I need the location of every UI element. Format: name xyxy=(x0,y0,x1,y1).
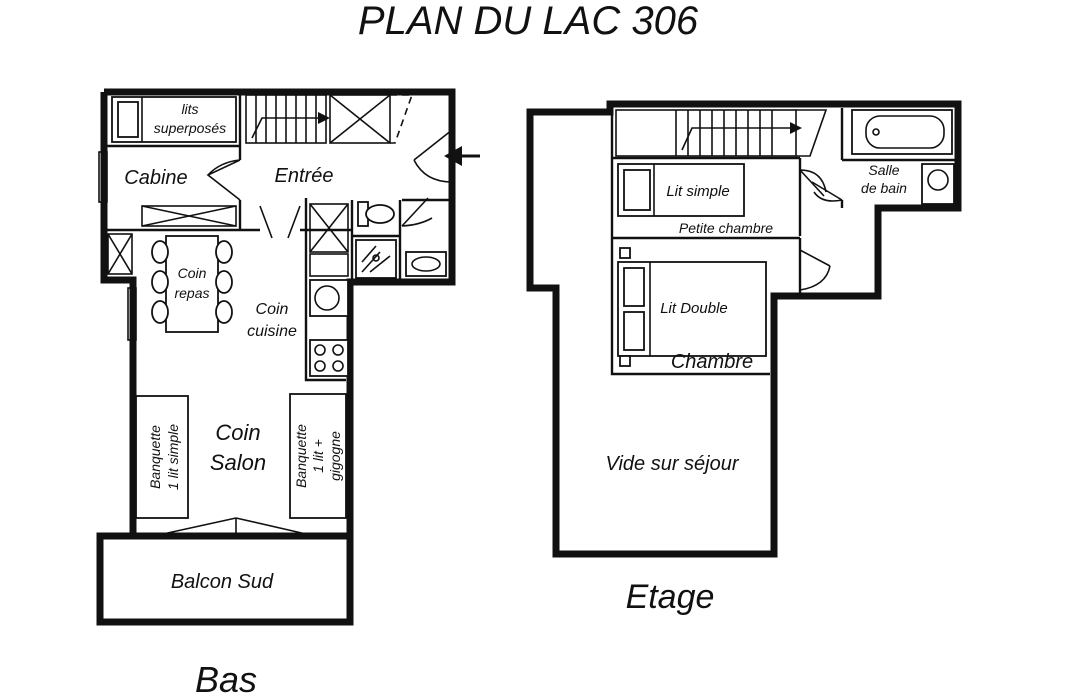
upper-outer-wall xyxy=(526,100,962,558)
bathroom-label-1: Salle xyxy=(868,162,899,178)
bathroom-sink-icon xyxy=(921,163,955,205)
shower-icon xyxy=(355,239,397,279)
bedroom-label: Chambre xyxy=(671,351,753,373)
bunk-pillow xyxy=(117,101,139,138)
balcony-outline xyxy=(96,532,354,626)
stairs-icon xyxy=(245,94,414,144)
bathroom-door-swing xyxy=(811,181,843,202)
window-dining xyxy=(127,287,137,341)
cabin-label: Cabine xyxy=(124,167,187,189)
kitchen-door-swing xyxy=(259,205,301,239)
closet-kitchen xyxy=(309,203,349,277)
stairs-upper-icon xyxy=(615,109,828,157)
balcony-label: Balcon Sud xyxy=(171,571,274,593)
upper-inner-walls xyxy=(610,108,958,376)
balcony-door-swing xyxy=(162,517,307,535)
bench-right xyxy=(289,393,347,519)
cabin-door-swing xyxy=(206,159,241,201)
lower-inner-walls xyxy=(104,92,452,382)
sink-icon xyxy=(405,251,447,277)
living-label-1: Coin xyxy=(215,420,260,445)
closet-cabin xyxy=(141,205,237,227)
plan-title: PLAN DU LAC 306 xyxy=(358,0,699,43)
entrance-label: Entrée xyxy=(275,165,334,187)
bench-right-label-2: 1 lit + xyxy=(310,439,326,473)
dining-table xyxy=(151,235,233,333)
toilet-icon xyxy=(357,201,395,227)
level-upper-label: Etage xyxy=(626,578,715,616)
stove-icon xyxy=(309,339,349,377)
wc-door-swing xyxy=(401,197,433,227)
entrance-door-swing xyxy=(413,129,453,183)
bench-left-text: Banquette 1 lit simple xyxy=(147,424,181,490)
small-bedroom-label: Petite chambre xyxy=(679,220,773,236)
single-bed xyxy=(617,163,745,217)
bench-left-label-2: 1 lit simple xyxy=(165,424,181,490)
double-bed xyxy=(617,247,767,367)
bathroom-label-2: de bain xyxy=(861,180,907,196)
small-bedroom-door-swing xyxy=(799,169,827,197)
entrance-arrow-icon xyxy=(444,146,480,166)
bunk-label-1: lits xyxy=(181,101,198,117)
double-bed-label: Lit Double xyxy=(660,300,728,317)
dining-label-2: repas xyxy=(174,285,209,301)
bench-right-label-3: gigogne xyxy=(327,431,343,481)
void-label: Vide sur séjour xyxy=(605,453,739,475)
upper-level: Lit simple Petite chambre Lit Double Cha… xyxy=(526,100,962,616)
bunk-label-2: superposés xyxy=(154,120,226,136)
bench-left-label-1: Banquette xyxy=(147,425,163,489)
level-lower-label: Bas xyxy=(195,659,257,700)
kitchen-sink-icon xyxy=(309,279,349,317)
bench-right-text: Banquette 1 lit + gigogne xyxy=(293,424,343,488)
closet-left xyxy=(107,233,133,275)
kitchen-label-1: Coin xyxy=(256,301,289,318)
bench-left xyxy=(135,395,189,519)
window-cabin xyxy=(98,151,108,203)
bedroom-door-swing xyxy=(799,249,831,291)
bathtub-icon xyxy=(851,109,953,155)
bench-right-label-1: Banquette xyxy=(293,424,309,488)
lower-outer-wall xyxy=(100,88,456,536)
lower-level: lits superposés xyxy=(96,88,480,700)
kitchen-label-2: cuisine xyxy=(247,323,297,340)
single-bed-label: Lit simple xyxy=(666,183,729,200)
dining-label-1: Coin xyxy=(178,265,207,281)
living-label-2: Salon xyxy=(210,450,266,475)
